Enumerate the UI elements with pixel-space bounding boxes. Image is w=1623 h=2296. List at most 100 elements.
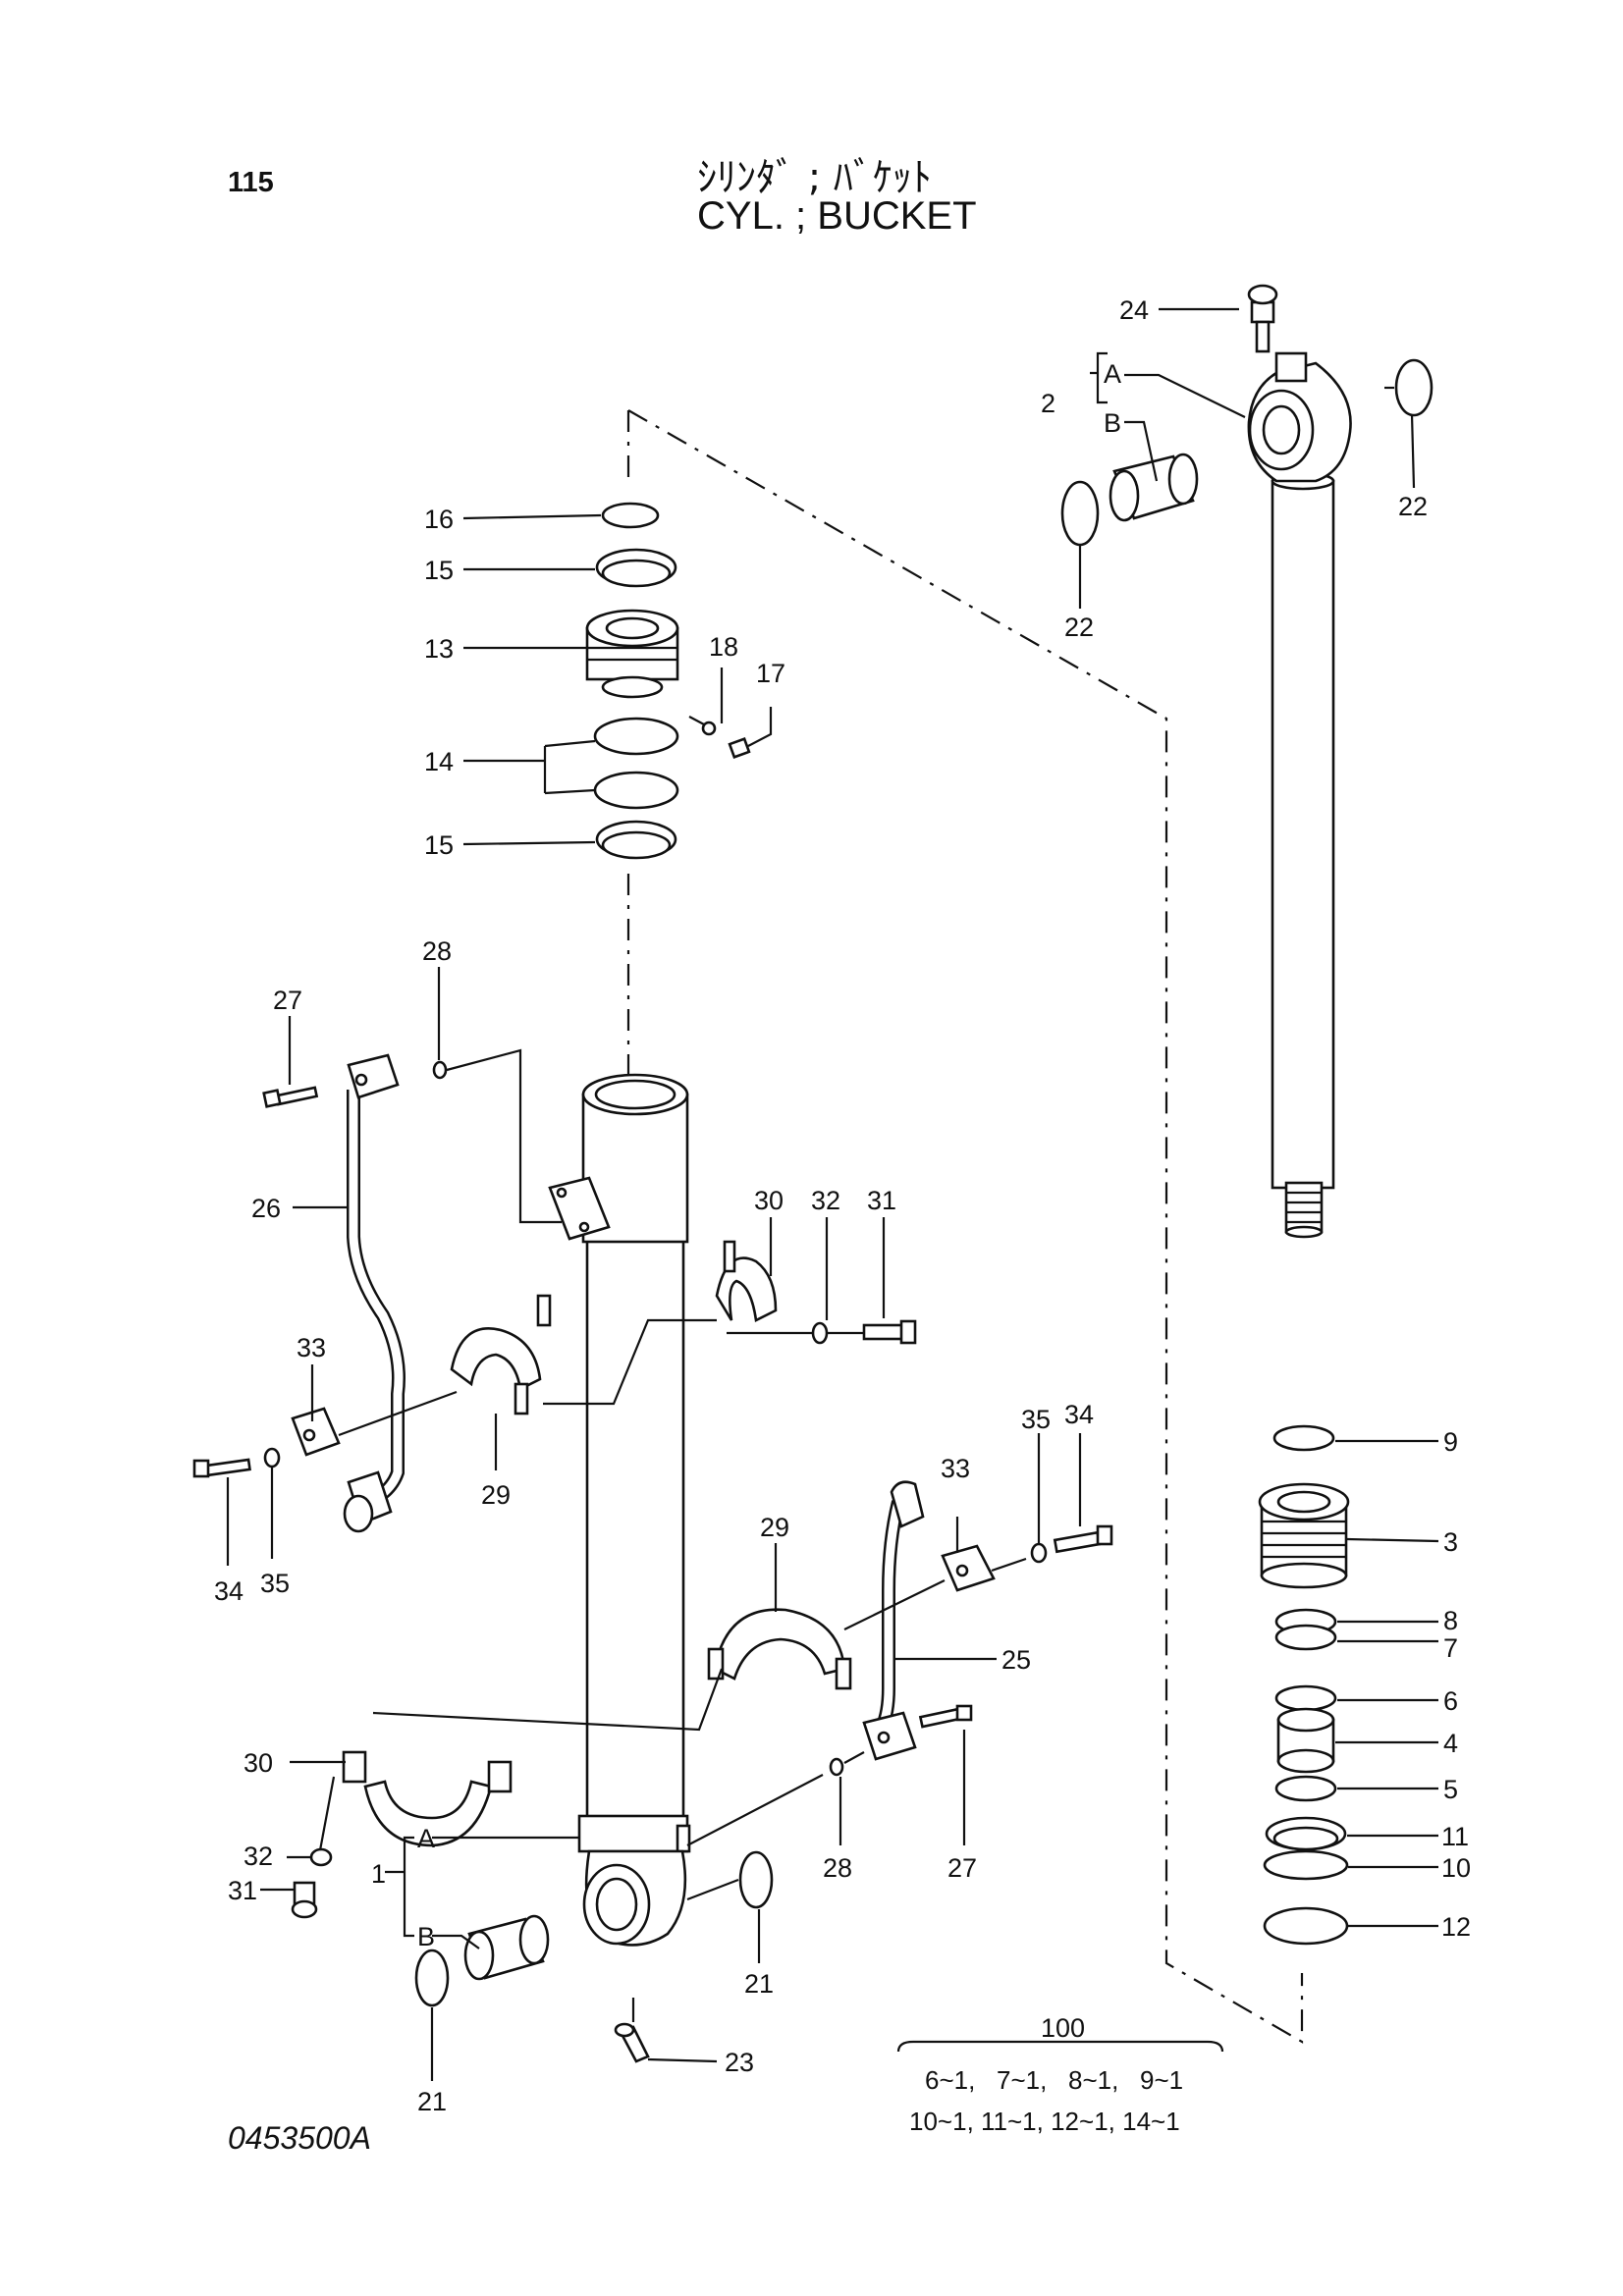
label-35-left: 35 xyxy=(260,1569,290,1598)
kit-number: 100 xyxy=(1041,2013,1085,2043)
label-22-left: 22 xyxy=(1064,613,1094,642)
label-34-left: 34 xyxy=(214,1576,243,1606)
block-33-left xyxy=(291,1407,341,1457)
ring-6 xyxy=(1274,1684,1337,1712)
label-12: 12 xyxy=(1441,1912,1471,1942)
title-english: CYL. ; BUCKET xyxy=(697,194,977,238)
ring-7 xyxy=(1274,1624,1337,1651)
label-14: 14 xyxy=(424,747,454,776)
assembly-path-line xyxy=(626,409,1304,2044)
label-9: 9 xyxy=(1443,1427,1458,1457)
snap-ring-5 xyxy=(1274,1775,1337,1802)
label-15-bottom: 15 xyxy=(424,830,454,860)
cylinder-tube xyxy=(577,1073,691,1853)
label-34-right: 34 xyxy=(1064,1400,1094,1429)
bushing-4 xyxy=(1276,1707,1335,1774)
label-30-bottom: 30 xyxy=(243,1748,273,1778)
seal-ring-22-right xyxy=(1394,358,1434,417)
pipe-block-26-top xyxy=(347,1053,400,1099)
label-17: 17 xyxy=(756,659,785,688)
washer-32-top xyxy=(811,1321,829,1345)
label-3: 3 xyxy=(1443,1527,1458,1557)
label-28-top: 28 xyxy=(422,936,452,966)
washer-35-left xyxy=(263,1447,281,1468)
label-2: 2 xyxy=(1041,389,1055,418)
bolt-31-top xyxy=(862,1319,917,1345)
label-13: 13 xyxy=(424,634,454,664)
label-15-top: 15 xyxy=(424,556,454,585)
seal-ring-22-left xyxy=(1060,480,1100,547)
label-7: 7 xyxy=(1443,1633,1458,1663)
pipe-block-25-bottom xyxy=(862,1711,917,1761)
ring-14b xyxy=(593,771,679,810)
label-22-right: 22 xyxy=(1398,492,1428,521)
label-1: 1 xyxy=(371,1859,386,1889)
bushing-2B xyxy=(1109,453,1199,522)
bolt-34-right xyxy=(1053,1524,1113,1554)
ring-15-top xyxy=(595,548,677,588)
bushing-1B xyxy=(463,1914,550,1981)
label-8: 8 xyxy=(1443,1606,1458,1635)
ring-14a xyxy=(593,717,679,756)
washer-35-right xyxy=(1030,1542,1048,1564)
oring-12 xyxy=(1263,1906,1349,1946)
label-33-left: 33 xyxy=(297,1333,326,1362)
label-2A: A xyxy=(1104,359,1121,389)
page-number: 115 xyxy=(228,167,274,198)
bolt-34-left xyxy=(192,1458,251,1478)
gland-3 xyxy=(1258,1482,1350,1589)
label-6: 6 xyxy=(1443,1686,1458,1716)
label-18: 18 xyxy=(709,632,738,662)
label-28-bottom: 28 xyxy=(823,1853,852,1883)
ring-15-bottom xyxy=(595,820,677,860)
ring-16 xyxy=(601,502,660,529)
label-31-top: 31 xyxy=(867,1186,896,1215)
label-26: 26 xyxy=(251,1194,281,1223)
pipe-25 xyxy=(875,1480,925,1731)
label-10: 10 xyxy=(1441,1853,1471,1883)
ring-9 xyxy=(1272,1424,1335,1452)
ring-11 xyxy=(1265,1816,1347,1851)
bolt-27-bottom xyxy=(918,1704,973,1729)
label-31-bottom: 31 xyxy=(228,1876,257,1905)
part-labels: 24 2 A B 22 22 1 6 15 13 18 17 14 15 28 2… xyxy=(214,295,1471,2116)
label-23: 23 xyxy=(725,2048,754,2077)
label-1B: B xyxy=(417,1922,435,1951)
oring-28-top xyxy=(432,1060,448,1080)
set-screw-17 xyxy=(728,737,751,759)
oring-28-bottom xyxy=(829,1757,844,1777)
piston-rod xyxy=(1271,471,1335,1239)
leader-lines xyxy=(226,307,1439,2081)
label-1A: A xyxy=(417,1824,435,1853)
label-27-bottom: 27 xyxy=(947,1853,977,1883)
ball-18 xyxy=(701,721,717,736)
rod-eye-head xyxy=(1247,351,1352,483)
bolt-27-top xyxy=(262,1086,319,1108)
label-2B: B xyxy=(1104,408,1121,438)
cylinder-bottom-eye xyxy=(582,1849,687,1947)
cylinder-head-13 xyxy=(585,609,679,699)
kit-contents-line1: 6~1, 7~1, 8~1, 9~1 xyxy=(925,2065,1183,2095)
label-21-left: 21 xyxy=(417,2087,447,2116)
label-4: 4 xyxy=(1443,1729,1458,1758)
title-japanese: ｼﾘﾝﾀﾞ ; ﾊﾞｹｯﾄ xyxy=(697,155,932,200)
grease-nipple-24 xyxy=(1247,284,1278,353)
seal-kit-note: 100 6~1, 7~1, 8~1, 9~1 10~1, 11~1, 12~1,… xyxy=(909,2013,1183,2136)
block-33-right xyxy=(941,1544,996,1592)
clamp-30-top xyxy=(715,1240,778,1322)
label-29-bottom: 29 xyxy=(760,1513,789,1542)
bolt-31-bottom xyxy=(291,1881,318,1919)
label-21-right: 21 xyxy=(744,1969,774,1999)
seal-ring-21-right xyxy=(738,1850,774,1909)
label-29-top: 29 xyxy=(481,1480,511,1510)
drawing-code: 0453500A xyxy=(228,2120,371,2156)
label-24: 24 xyxy=(1119,295,1149,325)
clamp-30-bottom xyxy=(342,1750,513,1847)
pipe-26 xyxy=(343,1090,406,1533)
label-11: 11 xyxy=(1441,1822,1469,1851)
kit-contents-line2: 10~1, 11~1, 12~1, 14~1 xyxy=(909,2107,1180,2136)
label-5: 5 xyxy=(1443,1775,1458,1804)
label-33-right: 33 xyxy=(941,1454,970,1483)
clamp-29-bottom xyxy=(707,1608,852,1690)
